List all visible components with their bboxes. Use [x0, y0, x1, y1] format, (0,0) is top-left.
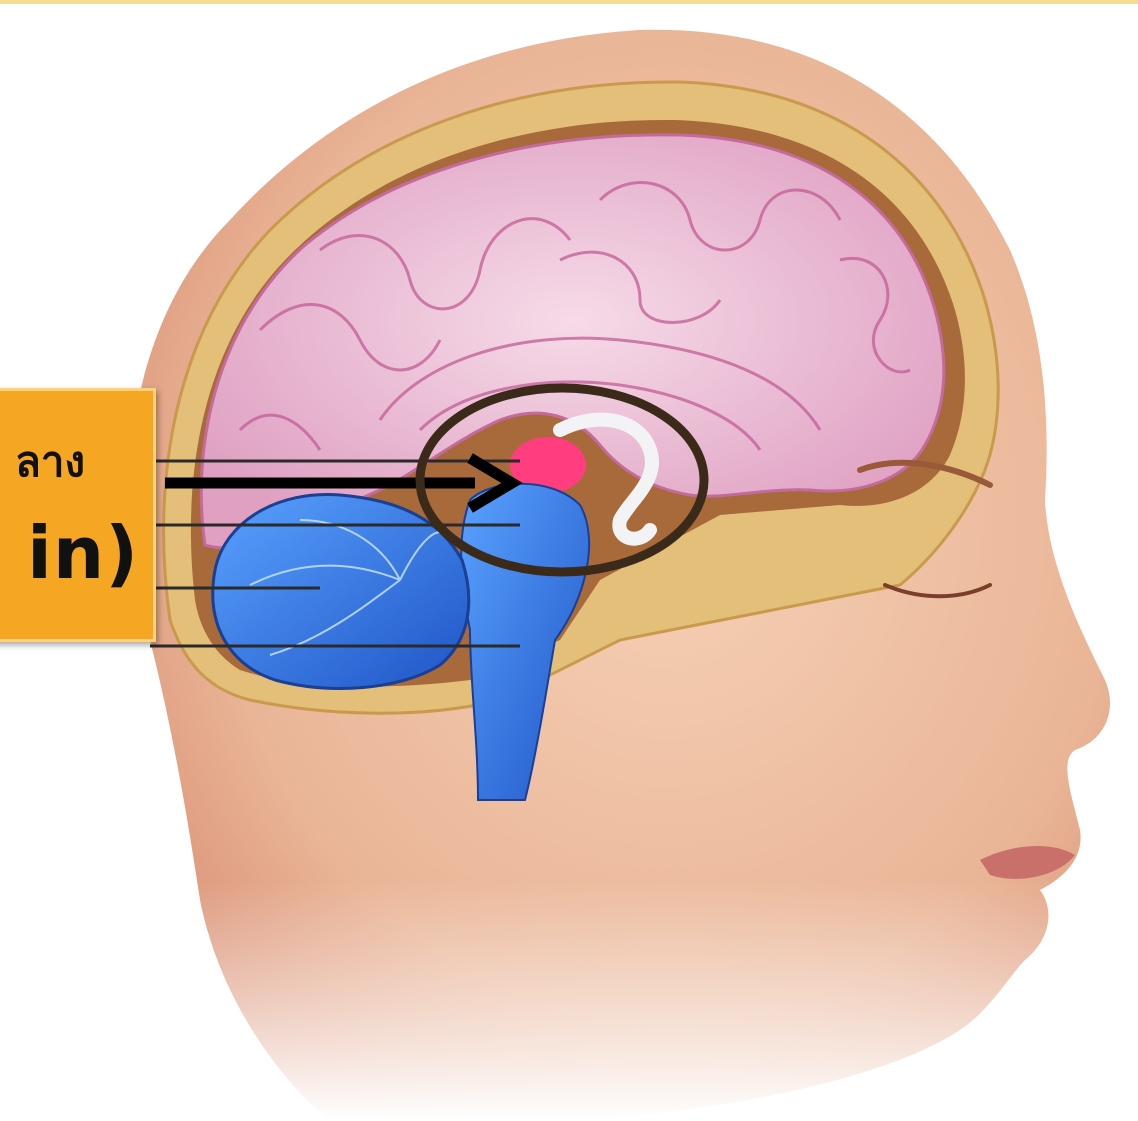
label-text-line2: in)	[27, 511, 139, 595]
label-text-line1: ลาง	[15, 429, 85, 495]
structure-label-box: ลาง in)	[0, 388, 156, 642]
